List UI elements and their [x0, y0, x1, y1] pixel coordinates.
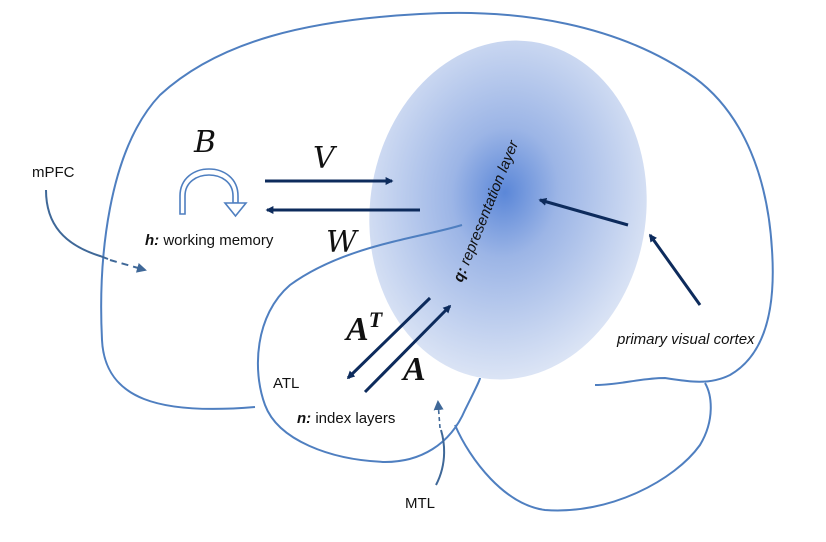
- working-memory-label: h: working memory: [145, 232, 274, 249]
- b-label: B: [193, 125, 216, 160]
- v-label: V: [313, 141, 338, 176]
- mpfc-cue-dashed: [109, 259, 147, 273]
- mtl-cue-dashed: [433, 400, 444, 429]
- a-transpose-arrow: [346, 296, 432, 380]
- visual-arrow-lower: [648, 233, 702, 306]
- mpfc-cue-line: [45, 189, 109, 260]
- mtl-cue-line: [435, 429, 446, 486]
- index-layers-label: n: index layers: [297, 410, 395, 427]
- cerebellum-outline: [454, 382, 712, 512]
- visual-arrow-upper: [538, 197, 629, 227]
- w-label: W: [326, 225, 359, 260]
- a-transpose-label: AT: [344, 307, 384, 348]
- primary-visual-cortex-label: primary visual cortex: [616, 331, 755, 348]
- a-arrow: [363, 304, 452, 394]
- mtl-label: MTL: [405, 495, 435, 512]
- temporal-lobe-outline: [256, 224, 481, 464]
- brain-outline: [100, 11, 774, 410]
- atl-label: ATL: [273, 375, 299, 392]
- a-label: A: [401, 351, 426, 388]
- b-recurrent-arrowhead: [223, 202, 248, 218]
- mpfc-label: mPFC: [32, 164, 75, 181]
- representation-layer-blob: [369, 40, 647, 380]
